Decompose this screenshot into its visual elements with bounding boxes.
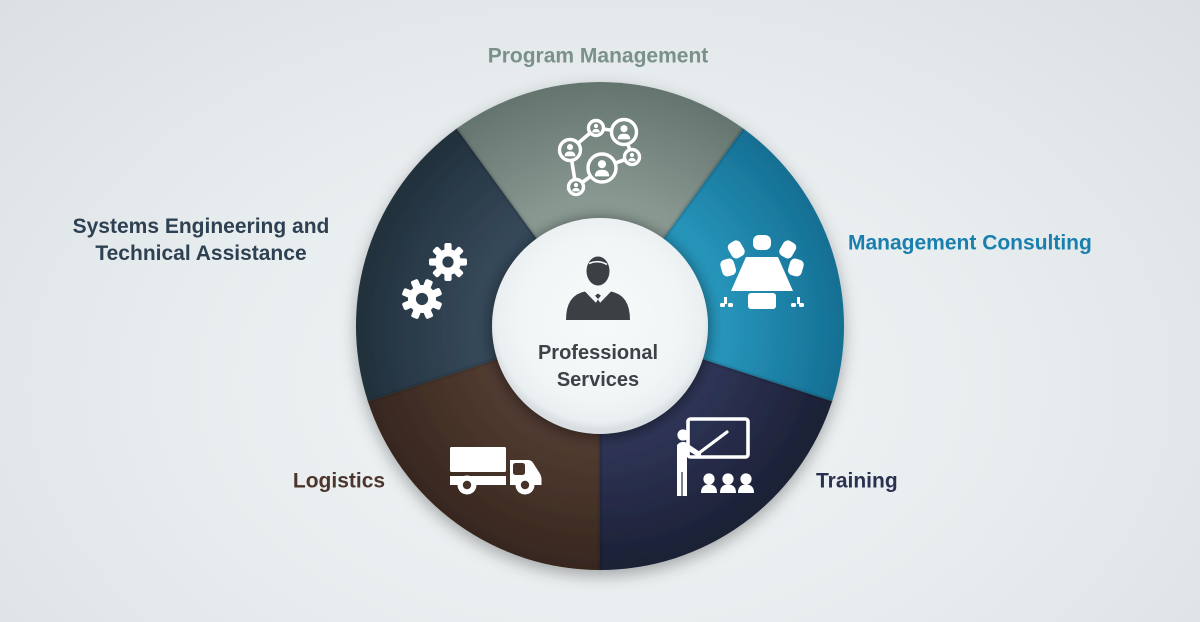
center-circle [492,218,708,434]
conference-table-icon [720,235,804,309]
delivery-truck-icon [450,447,542,495]
training-presentation-icon [677,417,754,496]
team-network-icon [557,117,642,197]
label-management-consulting: Management Consulting [848,231,1092,255]
label-training: Training [816,469,898,493]
label-systems-engineering: Systems Engineering and Technical Assist… [72,215,330,265]
gears-icon [402,243,467,319]
businessman-icon [566,256,630,320]
label-program-management: Program Management [487,44,709,68]
label-logistics: Logistics [292,469,386,493]
wedge-program-management [456,82,744,326]
label-professional-services: Professional Services [537,342,659,391]
